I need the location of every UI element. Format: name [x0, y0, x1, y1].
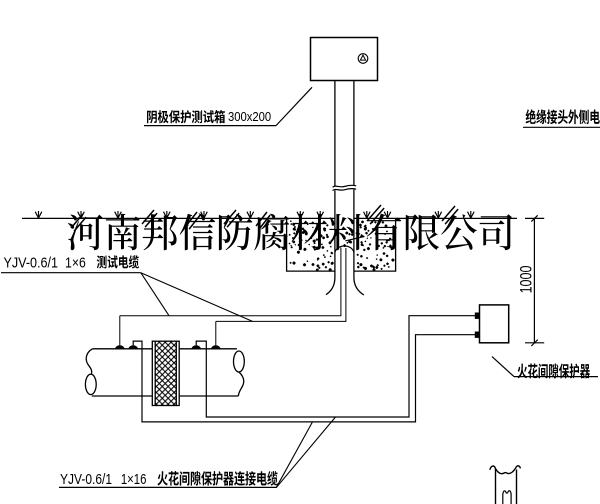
svg-text:YJV-0.6/1: YJV-0.6/1 — [60, 471, 112, 488]
svg-text:1×6: 1×6 — [65, 255, 86, 272]
svg-text:1×16: 1×16 — [121, 471, 146, 488]
svg-text:300x200: 300x200 — [228, 110, 271, 124]
svg-text:YJV-0.6/1: YJV-0.6/1 — [4, 255, 59, 272]
svg-text:1000: 1000 — [518, 266, 536, 294]
